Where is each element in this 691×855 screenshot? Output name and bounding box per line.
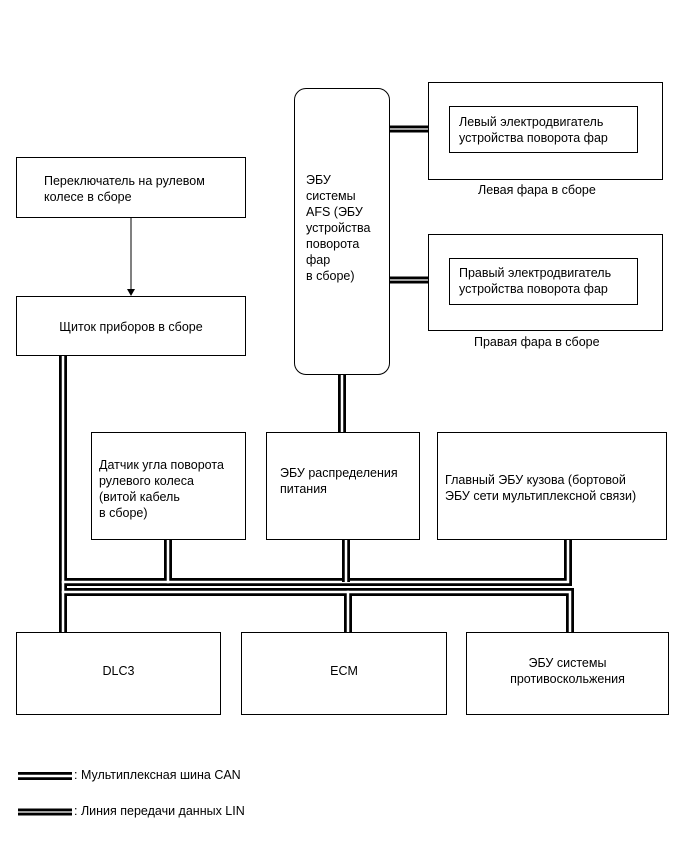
left-motor-box (449, 106, 638, 153)
legend-lin-label: : Линия передачи данных LIN (74, 804, 245, 818)
power-ecu-box (266, 432, 420, 540)
right-headlight-caption: Правая фара в сборе (474, 335, 600, 349)
right-motor-box (449, 258, 638, 305)
afs-ecu-box (294, 88, 390, 375)
right-motor-label: Правый электродвигатель устройства повор… (459, 266, 612, 296)
steering-sensor-label: Датчик угла поворота рулевого колеса (ви… (99, 458, 224, 520)
afs-ecu-label: ЭБУ системы AFS (ЭБУ устройства поворота… (306, 173, 371, 283)
legend-can-label: : Мультиплексная шина CAN (74, 768, 241, 782)
steering-sensor-box (91, 432, 246, 540)
left-motor-label: Левый электродвигатель устройства поворо… (459, 115, 608, 145)
dlc3-box (16, 632, 221, 715)
left-headlight-caption: Левая фара в сборе (478, 183, 596, 197)
ecm-box (241, 632, 447, 715)
steering-switch-box (16, 157, 246, 218)
skid-ecu-box (466, 632, 669, 715)
main-body-ecu-box (437, 432, 667, 540)
skid-ecu-label: ЭБУ системы противоскольжения (510, 656, 625, 686)
ecm-label: ECM (330, 664, 358, 678)
power-ecu-label: ЭБУ распределения питания (280, 466, 398, 496)
combination-meter-label: Щиток приборов в сборе (59, 320, 203, 334)
combination-meter-box (16, 296, 246, 356)
steering-switch-label: Переключатель на рулевом колесе в сборе (44, 174, 205, 204)
signal-arrow (127, 218, 135, 296)
main-body-ecu-label: Главный ЭБУ кузова (бортовой ЭБУ сети му… (445, 473, 637, 503)
dlc3-label: DLC3 (102, 664, 135, 678)
can-bus-lines (59, 352, 574, 636)
